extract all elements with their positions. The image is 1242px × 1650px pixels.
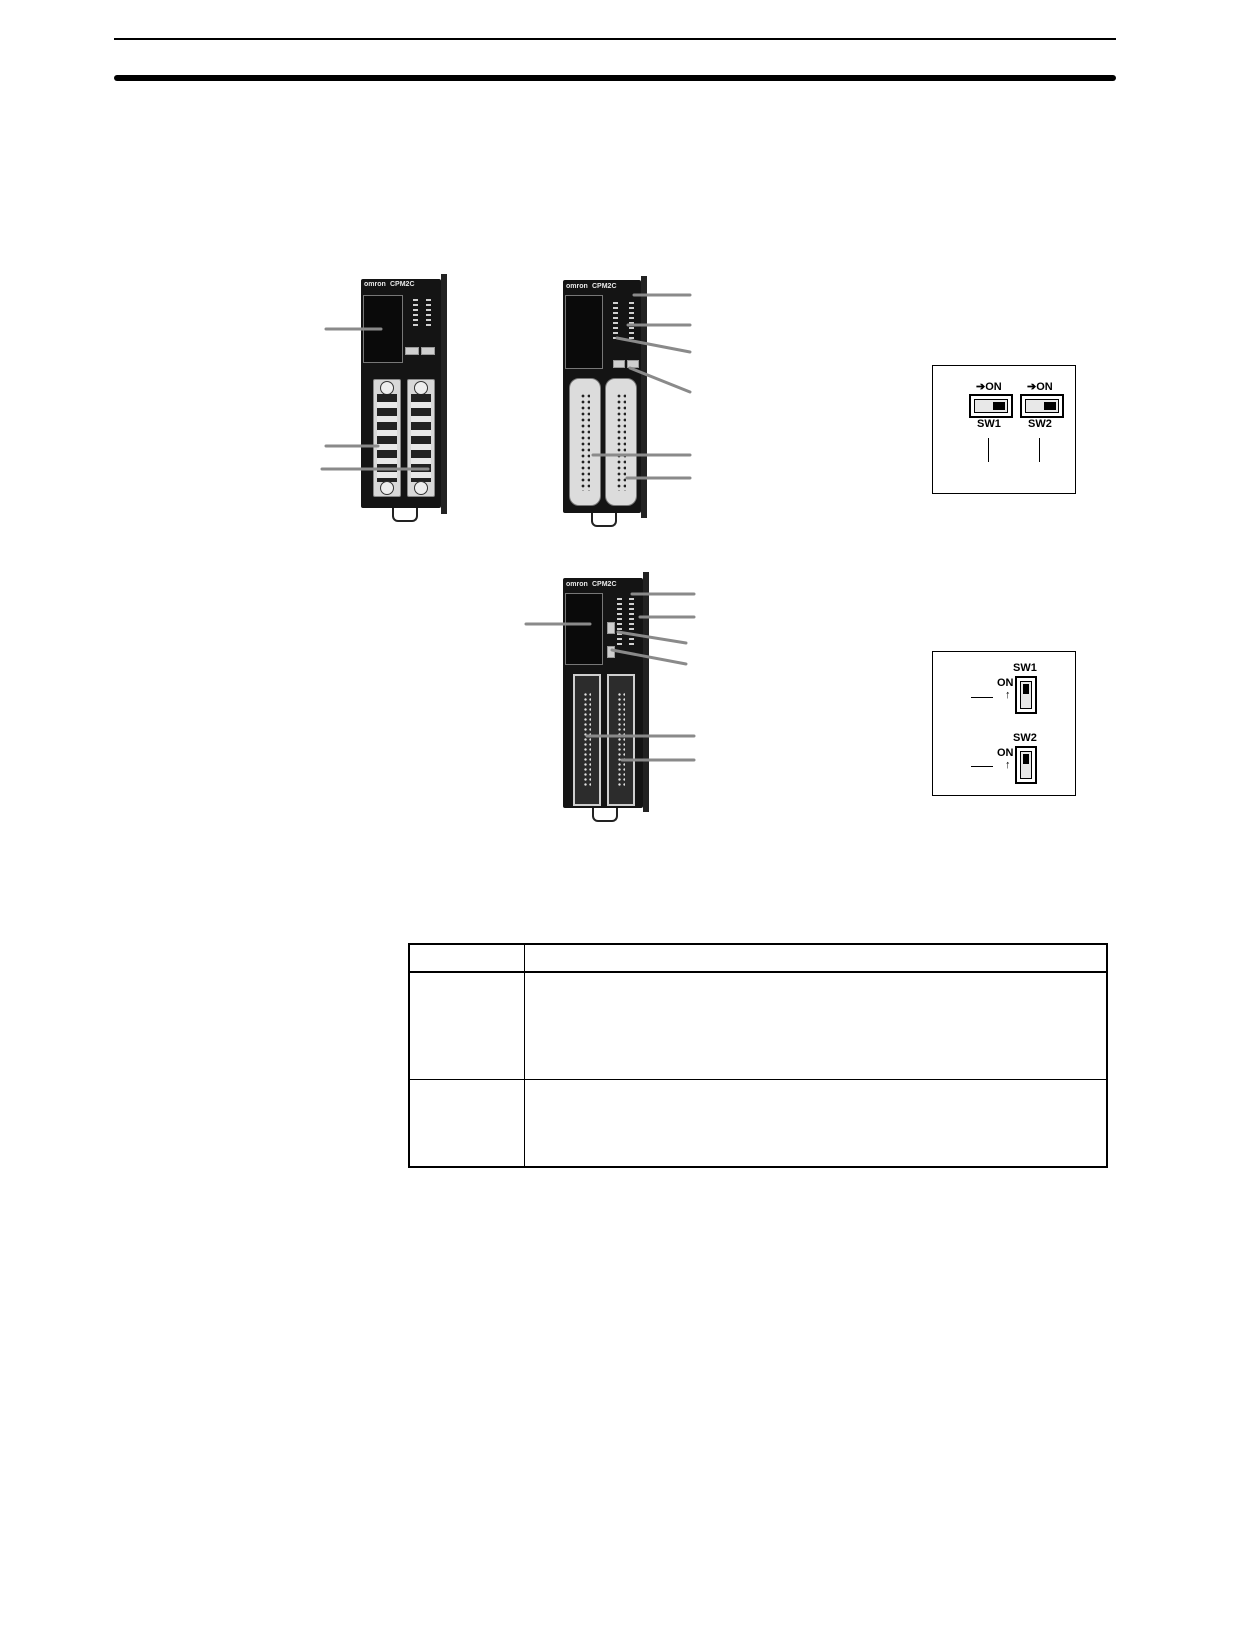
dip-switch [627, 360, 639, 368]
leader-line [615, 336, 692, 354]
leader-line [610, 648, 688, 666]
sw2-leader [971, 766, 993, 767]
din-clip [392, 508, 418, 522]
dip-switch [613, 360, 625, 368]
indicator-leds [426, 299, 431, 329]
din-clip [592, 808, 618, 822]
sw2-label: SW2 [1028, 418, 1052, 430]
cover-window [565, 593, 603, 665]
arrow-up-icon: ↑ [1005, 759, 1011, 771]
sw2-label: SW2 [1013, 732, 1037, 744]
input-connector [569, 378, 601, 506]
dip-switch [607, 622, 615, 634]
sw2-on-label: ➔ON [1027, 381, 1053, 393]
indicator-leds [629, 302, 634, 342]
output-connector [607, 674, 635, 806]
sw2-on-label: ON [997, 747, 1014, 759]
indicator-leds [613, 302, 618, 342]
side-rail [641, 276, 647, 518]
brand-label: omron [566, 283, 588, 290]
sw1-switch [969, 394, 1013, 418]
arrow-up-icon: ↑ [1005, 689, 1011, 701]
table-cell [523, 1078, 1108, 1168]
leader-line [616, 630, 688, 645]
table-header-row [408, 943, 1108, 973]
brand-label: omron [364, 281, 386, 288]
header-rule-thick [114, 75, 1116, 81]
indicator-leds [629, 598, 634, 648]
plc-unit-terminal-block: omron CPM2C [361, 279, 441, 508]
sw1-leader [971, 697, 993, 698]
cover-window [565, 295, 603, 369]
sw1-label: SW1 [977, 418, 1001, 430]
side-rail [643, 572, 649, 812]
sw1-label: SW1 [1013, 662, 1037, 674]
model-label: CPM2C [592, 581, 617, 588]
model-label: CPM2C [390, 281, 415, 288]
brand-label: omron [566, 581, 588, 588]
sw2-switch [1020, 394, 1064, 418]
side-rail [441, 274, 447, 514]
indicator-leds [413, 299, 418, 329]
dip-switch [405, 347, 419, 355]
output-terminal-block [407, 379, 435, 497]
header-rule-thin [114, 38, 1116, 40]
din-clip [591, 513, 617, 527]
dip-switch-detail-horizontal: ➔ON ➔ON SW1 SW2 [932, 365, 1076, 494]
sw1-on-label: ON [997, 677, 1014, 689]
table-cell [408, 971, 525, 1080]
output-connector [605, 378, 637, 506]
plc-unit-mil-connector: omron CPM2C [563, 578, 643, 808]
input-connector [573, 674, 601, 806]
dip-switch [607, 646, 615, 658]
screw-icon [380, 481, 394, 495]
screw-icon [414, 481, 428, 495]
sw2-switch [1015, 746, 1037, 784]
plc-unit-fujitsu-connector: omron CPM2C [563, 280, 641, 513]
table-row [408, 1078, 1108, 1168]
input-terminal-block [373, 379, 401, 497]
table-cell [523, 971, 1108, 1080]
sw1-leader [988, 438, 989, 462]
table-header-cell [408, 943, 525, 973]
table-header-cell [523, 943, 1108, 973]
spec-table [408, 943, 1108, 1168]
table-row [408, 971, 1108, 1080]
leader-line [628, 366, 692, 394]
dip-switch-detail-vertical: SW1 ON ↑ SW2 ON ↑ [932, 651, 1076, 796]
sw1-switch [1015, 676, 1037, 714]
sw2-leader [1039, 438, 1040, 462]
model-label: CPM2C [592, 283, 617, 290]
dip-switch [421, 347, 435, 355]
table-cell [408, 1078, 525, 1168]
sw1-on-label: ➔ON [976, 381, 1002, 393]
indicator-leds [617, 598, 622, 648]
